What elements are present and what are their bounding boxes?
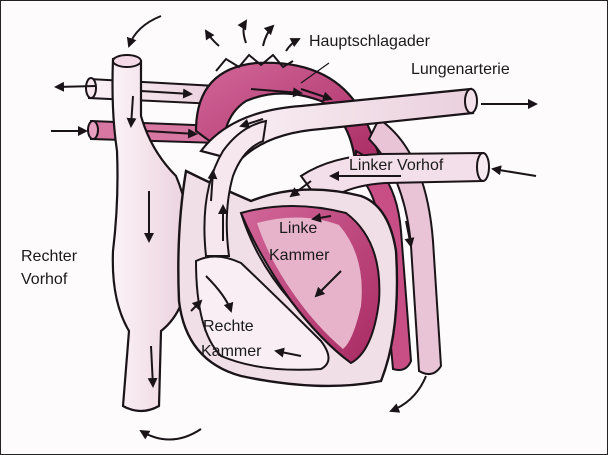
label-linke-kammer-line1: Linke (279, 219, 317, 238)
label-linker-vorhof: Linker Vorhof (349, 156, 443, 175)
label-rechter-vorhof-line2: Vorhof (21, 270, 67, 289)
label-rechte-kammer-line1: Rechte (203, 317, 254, 336)
label-rechte-kammer-line2: Kammer (201, 342, 261, 361)
label-lungenarterie: Lungenarterie (411, 60, 510, 79)
label-rechter-vorhof-line1: Rechter (21, 247, 77, 266)
label-hauptschlagader: Hauptschlagader (309, 32, 430, 51)
label-linke-kammer-line2: Kammer (269, 246, 329, 265)
